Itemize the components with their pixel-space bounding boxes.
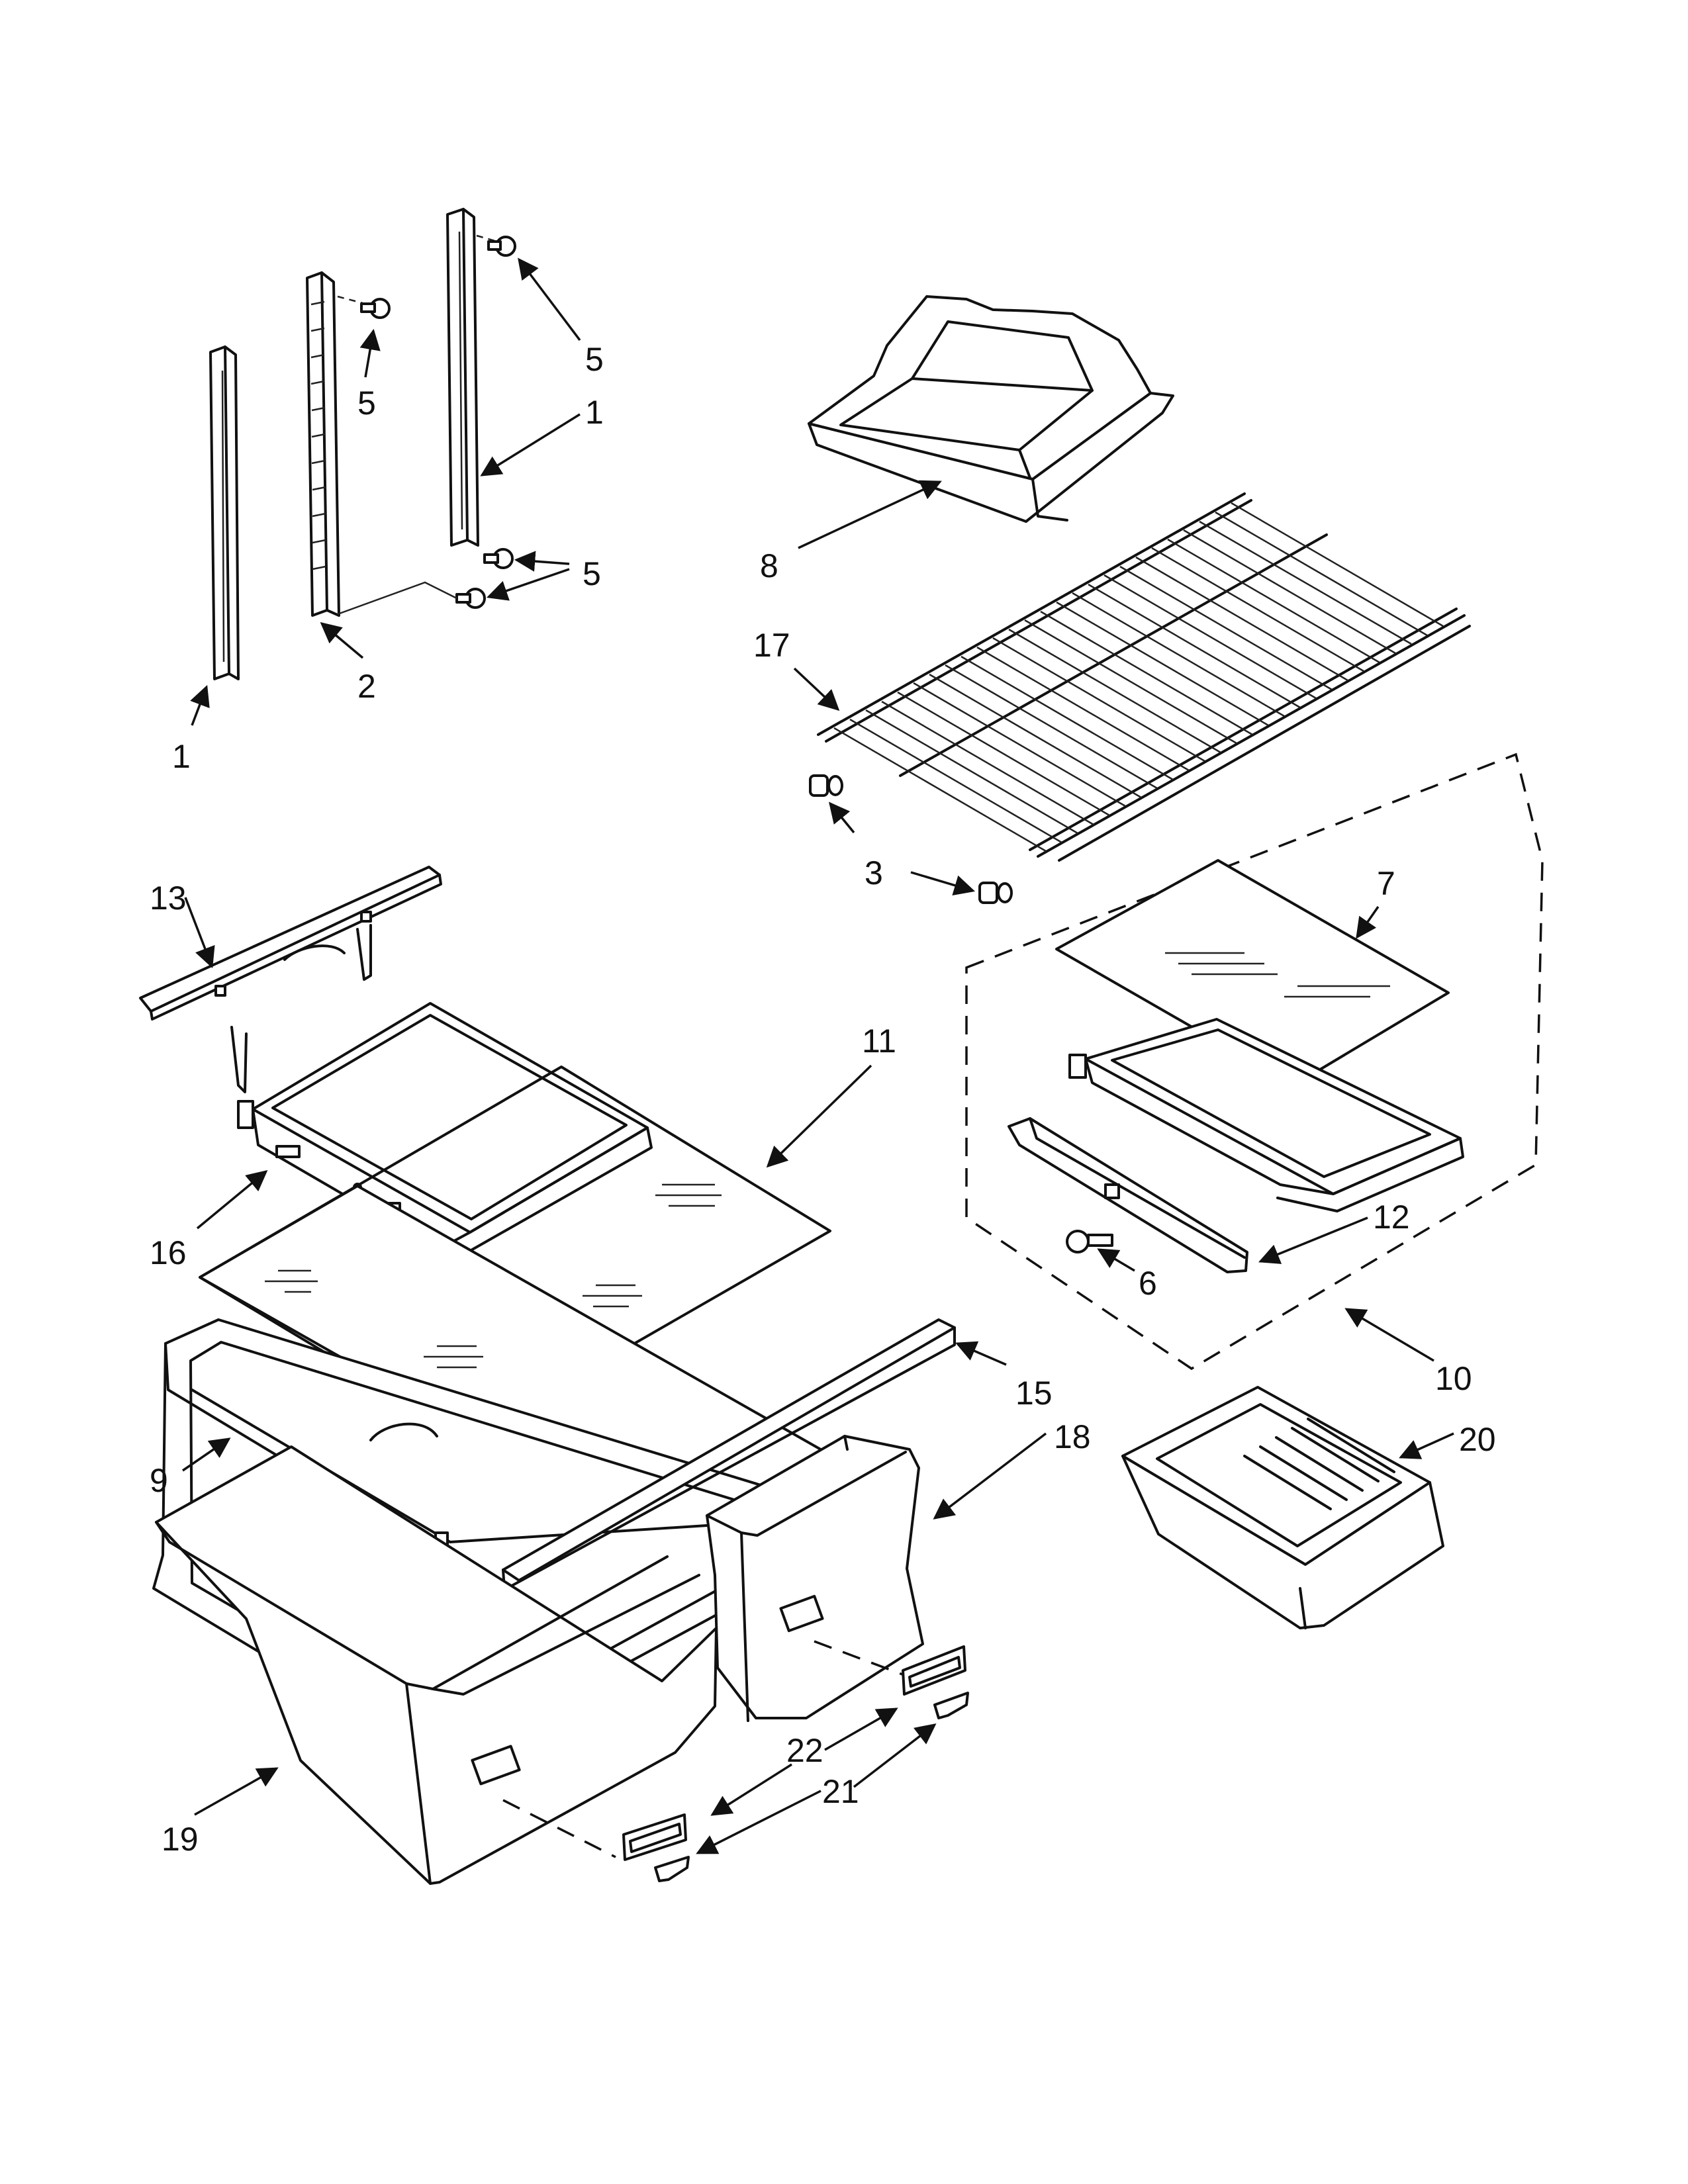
callout-1-left: 1 bbox=[172, 738, 191, 775]
callout-6: 6 bbox=[1139, 1265, 1157, 1302]
callout-13: 13 bbox=[150, 880, 187, 917]
callout-10: 10 bbox=[1435, 1360, 1472, 1397]
callout-16: 16 bbox=[150, 1234, 187, 1271]
shelf-frame-small bbox=[1068, 1018, 1464, 1212]
leader-lines bbox=[182, 257, 1454, 1854]
right-ladder-rail bbox=[446, 208, 479, 547]
shelf-pegs bbox=[809, 774, 1013, 904]
glass-glare-lines bbox=[1165, 952, 1390, 998]
utility-drawer bbox=[1121, 1386, 1444, 1629]
callout-5-center: 5 bbox=[357, 385, 376, 422]
left-crisper-bin bbox=[155, 1445, 718, 1885]
shelf-rear-support bbox=[1008, 1117, 1248, 1273]
center-ladder-rail bbox=[306, 271, 340, 617]
callout-21: 21 bbox=[822, 1773, 859, 1810]
large-glass-glare bbox=[655, 1183, 722, 1207]
callout-3: 3 bbox=[865, 854, 883, 891]
callout-1-right: 1 bbox=[585, 394, 604, 431]
drawer-ribs bbox=[1243, 1418, 1395, 1510]
callout-12: 12 bbox=[1373, 1199, 1410, 1236]
support-screw bbox=[1066, 1230, 1113, 1253]
glass-glare-large bbox=[265, 1269, 642, 1369]
callout-5-top: 5 bbox=[585, 341, 604, 378]
shelf-assembly-outline bbox=[965, 752, 1544, 1371]
callout-9: 9 bbox=[150, 1462, 168, 1499]
storage-bin bbox=[808, 295, 1174, 523]
label-holder-right bbox=[902, 1645, 969, 1719]
crisper-cover-bracket bbox=[139, 866, 442, 1093]
callout-2: 2 bbox=[357, 668, 376, 705]
callout-20: 20 bbox=[1459, 1421, 1496, 1458]
label-holder-left bbox=[622, 1813, 690, 1882]
callout-15: 15 bbox=[1015, 1375, 1053, 1412]
callout-7: 7 bbox=[1377, 865, 1395, 902]
callout-17: 17 bbox=[753, 627, 790, 664]
callout-19: 19 bbox=[162, 1821, 199, 1858]
callout-8: 8 bbox=[760, 547, 778, 584]
callout-11: 11 bbox=[862, 1023, 896, 1060]
callout-numbers: 1 1 2 5 5 5 8 17 3 7 12 6 10 11 13 16 15… bbox=[150, 341, 1496, 1858]
left-ladder-rail bbox=[209, 345, 240, 680]
callout-22: 22 bbox=[786, 1732, 823, 1769]
callout-18: 18 bbox=[1054, 1418, 1091, 1455]
wire-shelf-crossbars bbox=[833, 502, 1444, 852]
wire-shelf bbox=[817, 492, 1471, 862]
rail-slots bbox=[310, 300, 326, 570]
rail-screws bbox=[337, 234, 516, 615]
callout-5-bottom: 5 bbox=[583, 555, 601, 592]
